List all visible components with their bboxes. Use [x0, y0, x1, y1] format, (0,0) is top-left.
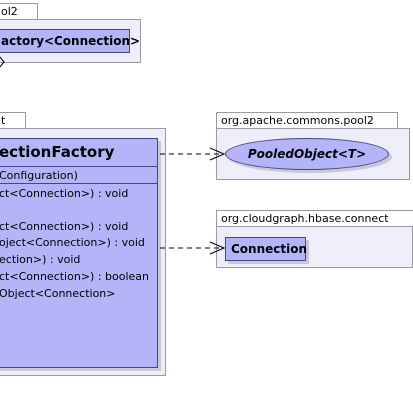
pooled-object-name: PooledObject<T>	[247, 147, 367, 161]
top-package-tab: ol2	[0, 3, 38, 20]
connection-class-name: Connection	[231, 242, 308, 256]
realization-arrowhead	[0, 56, 5, 68]
main-class-connection-factory[interactable]: ectionFactory Configuration) ct<Connecti…	[0, 138, 158, 368]
method-row: ct<Connection>) : boolean	[0, 270, 150, 283]
top-class-name: actory<Connection>	[1, 34, 141, 48]
hbase-package-name: org.cloudgraph.hbase.connect	[221, 212, 389, 225]
left-package-tab: t	[0, 112, 26, 129]
left-package-name: t	[1, 114, 6, 127]
method-row: ection>) : void	[0, 253, 81, 266]
top-package-name: ol2	[1, 5, 18, 18]
pooled-object-interface[interactable]: PooledObject<T>	[225, 138, 389, 170]
dependency-arrowhead-pooled-object	[209, 147, 226, 161]
method-row: ct<Connection>) : void	[0, 220, 129, 233]
method-row: oject<Connection>) : void	[0, 236, 145, 249]
method-row: ct<Connection>) : void	[0, 187, 129, 200]
attribute-divider	[0, 183, 157, 184]
main-class-name: ectionFactory	[0, 143, 115, 161]
top-class-factory[interactable]: actory<Connection>	[0, 29, 140, 53]
hbase-package-tab: org.cloudgraph.hbase.connect	[216, 210, 413, 227]
pool-package-name: org.apache.commons.pool2	[221, 114, 374, 127]
pool-package-tab: org.apache.commons.pool2	[216, 112, 398, 129]
name-divider	[0, 166, 157, 167]
dependency-arrowhead-connection	[209, 241, 226, 255]
method-row: Object<Connection>	[0, 287, 116, 300]
attribute-row: Configuration)	[0, 169, 78, 182]
connection-class[interactable]: Connection	[225, 237, 308, 261]
